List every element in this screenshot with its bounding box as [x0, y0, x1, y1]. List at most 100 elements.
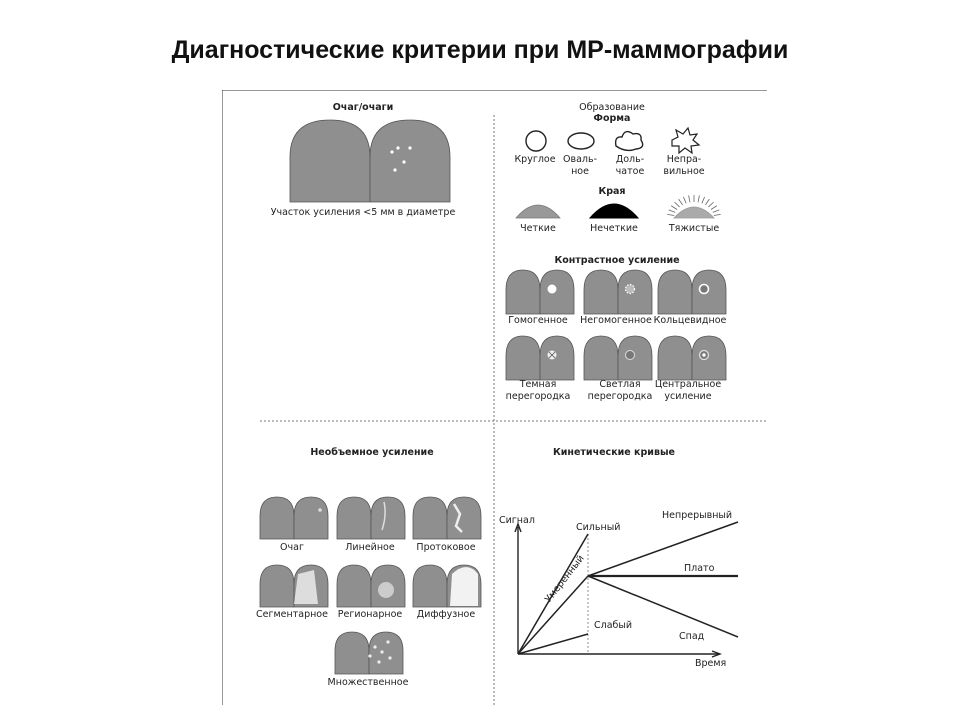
margin-smooth-icon	[515, 204, 561, 219]
nonmass-segmental-area	[294, 570, 318, 604]
margin-label-spiculated: Тяжистые	[668, 223, 720, 234]
spicule-10	[705, 198, 710, 206]
spicule-6	[688, 195, 691, 203]
enh-heterogeneous-lesion	[624, 283, 636, 295]
enh-homogeneous-lesion	[547, 284, 557, 294]
spicule-3	[674, 201, 680, 208]
enhancement-breast-4-right	[617, 335, 653, 381]
spicule-0	[667, 214, 675, 216]
curve-continuous	[587, 521, 739, 577]
kinetics-x-arrow	[711, 650, 722, 658]
enh-dark-septa-line-b	[548, 351, 556, 359]
nonmass-heading: Необъемное усиление	[310, 447, 434, 458]
curve-rise-moderate	[517, 575, 589, 655]
enh-label-homogeneous: Гомогенное	[508, 315, 568, 326]
page-title: Диагностические критерии при МР-маммогра…	[171, 36, 789, 64]
enhancement-heading: Контрастное усиление	[554, 255, 680, 266]
enhancement-breast-2-left	[657, 269, 693, 315]
shape-label-oval: Оваль- ное	[563, 154, 597, 177]
spicule-5	[683, 196, 687, 204]
nonmass-breast-1-right	[370, 496, 406, 540]
spicule-11	[708, 201, 714, 208]
enh-label-dark-septa: Темная перегородка	[505, 379, 571, 402]
focus-heading: Очаг/очаги	[332, 102, 394, 113]
kinetics-strong-label: Сильный	[576, 522, 621, 533]
spicule-8	[697, 195, 700, 203]
enh-light-septa-lesion	[625, 350, 635, 360]
shape-round-icon	[525, 130, 547, 152]
nonmass-linear-line	[381, 501, 386, 531]
margin-label-smooth: Четкие	[520, 223, 556, 234]
nonmass-breast-5-left	[412, 564, 448, 608]
kinetics-weak-label: Слабый	[594, 620, 633, 631]
nonmass-focal-spot	[318, 508, 322, 512]
nonmass-multiple-spot-1	[380, 650, 384, 654]
spicule-12	[710, 205, 718, 210]
mass-heading: Образование	[579, 102, 645, 113]
nonmass-multiple-spot-3	[368, 654, 372, 658]
curve-rise-strong	[517, 533, 589, 655]
nonmass-breast-0-left	[259, 496, 295, 540]
focus-breast-right	[369, 119, 451, 203]
nonmass-breast-2-right	[446, 496, 482, 540]
nonmass-breast-3-left	[259, 564, 295, 608]
enhancement-breast-3-right	[539, 335, 575, 381]
shape-irregular-icon	[671, 126, 701, 155]
enh-rim-lesion	[698, 283, 710, 295]
spicule-1	[668, 209, 676, 213]
kinetics-y-arrow	[514, 522, 522, 533]
nonmass-breast-1-left	[336, 496, 372, 540]
spicule-13	[712, 209, 720, 213]
shape-oval-icon	[567, 132, 595, 150]
focus-caption: Участок усиления <5 мм в диаметре	[270, 207, 456, 218]
enhancement-breast-4-left	[583, 335, 619, 381]
margins-heading: Края	[598, 186, 626, 197]
enhancement-breast-5-right	[691, 335, 727, 381]
kinetics-heading: Кинетические кривые	[553, 447, 675, 458]
kinetics-continuous-label: Непрерывный	[662, 510, 733, 521]
nonmass-label-multiple: Множественное	[327, 677, 409, 688]
enhancement-breast-5-left	[657, 335, 693, 381]
enh-label-central: Центральное усиление	[654, 379, 722, 402]
focus-spot-1	[402, 160, 406, 164]
nonmass-breast-2-left	[412, 496, 448, 540]
nonmass-multiple-spot-4	[388, 656, 392, 660]
kinetics-washout-label: Спад	[679, 631, 705, 642]
curve-rise-weak	[517, 633, 589, 655]
nonmass-label-linear: Линейное	[345, 542, 395, 553]
kinetics-y-axis-label: Сигнал	[499, 515, 535, 526]
enhancement-breast-3-left	[505, 335, 541, 381]
kinetics-plateau-label: Плато	[684, 563, 715, 574]
margin-label-irregular: Нечеткие	[590, 223, 638, 234]
curve-washout	[587, 575, 739, 638]
nonmass-multiple-spot-0	[373, 645, 377, 649]
nonmass-multiple-spot-5	[377, 660, 381, 664]
nonmass-diffuse-area	[450, 567, 478, 606]
shape-label-round: Круглое	[514, 154, 556, 165]
focus-spot-4	[393, 168, 397, 172]
enh-label-light-septa: Светлая перегородка	[587, 379, 653, 402]
nonmass-label-regional: Регионарное	[337, 609, 403, 620]
kinetics-x-axis-label: Время	[695, 658, 727, 669]
spicule-4	[678, 198, 683, 206]
nonmass-label-ductal: Протоковое	[416, 542, 476, 553]
enh-label-heterogeneous: Негомогенное	[580, 315, 652, 326]
nonmass-label-focal: Очаг	[280, 542, 304, 553]
spicule-2	[670, 205, 678, 210]
enhancement-breast-1-left	[583, 269, 619, 315]
nonmass-breast-4-left	[336, 564, 372, 608]
nonmass-ductal-line	[452, 503, 463, 533]
figure-drawing	[222, 90, 767, 705]
nonmass-breast-0-right	[293, 496, 329, 540]
shape-label-lobulated: Доль- чатое	[615, 154, 645, 177]
margin-irregular-icon	[588, 203, 640, 219]
focus-breast-left	[289, 119, 371, 203]
spicule-9	[701, 196, 705, 204]
nonmass-multiple-spot-2	[386, 640, 390, 644]
shape-lobulated-icon	[614, 130, 644, 152]
enhancement-breast-0-left	[505, 269, 541, 315]
spicule-14	[713, 214, 721, 216]
enhancement-breast-2-right	[691, 269, 727, 315]
nonmass-breast-6-right	[368, 631, 404, 675]
shape-label-irregular: Непра- вильное	[663, 154, 705, 177]
